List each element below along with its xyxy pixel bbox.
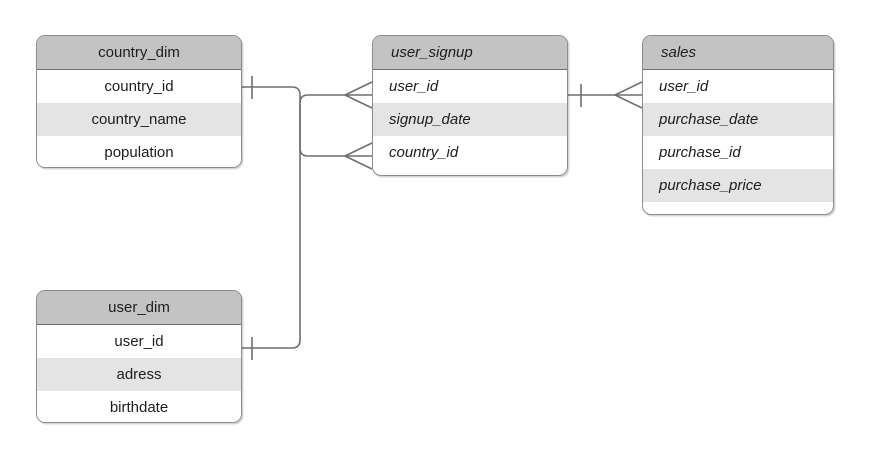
field-sales-purchase-date[interactable]: purchase_date — [643, 103, 833, 136]
connector-user-dim-to-user-signup — [242, 104, 301, 360]
crowsfoot-sales-user-id — [613, 81, 643, 109]
crowsfoot-user-signup-user-id — [343, 81, 373, 109]
connector-country-dim-to-user-signup — [242, 76, 345, 157]
field-user-dim-birthdate[interactable]: birthdate — [37, 391, 241, 422]
entity-sales[interactable]: sales user_id purchase_date purchase_id … — [642, 35, 834, 215]
field-sales-user-id[interactable]: user_id — [643, 70, 833, 103]
entity-title-country-dim: country_dim — [37, 36, 241, 70]
field-country-dim-population[interactable]: population — [37, 136, 241, 167]
field-user-signup-user-id[interactable]: user_id — [373, 70, 567, 103]
field-user-dim-adress[interactable]: adress — [37, 358, 241, 391]
entity-title-user-dim: user_dim — [37, 291, 241, 325]
entity-title-user-signup: user_signup — [373, 36, 567, 70]
field-sales-purchase-price[interactable]: purchase_price — [643, 169, 833, 202]
field-country-dim-country-id[interactable]: country_id — [37, 70, 241, 103]
field-user-signup-signup-date[interactable]: signup_date — [373, 103, 567, 136]
field-country-dim-country-name[interactable]: country_name — [37, 103, 241, 136]
field-sales-purchase-id[interactable]: purchase_id — [643, 136, 833, 169]
entity-user-signup[interactable]: user_signup user_id signup_date country_… — [372, 35, 568, 176]
entity-user-dim[interactable]: user_dim user_id adress birthdate — [36, 290, 242, 423]
field-user-dim-user-id[interactable]: user_id — [37, 325, 241, 358]
entity-country-dim[interactable]: country_dim country_id country_name popu… — [36, 35, 242, 168]
crowsfoot-user-signup-country-id — [343, 142, 373, 170]
entity-title-sales: sales — [643, 36, 833, 70]
field-user-signup-country-id[interactable]: country_id — [373, 136, 567, 169]
connector-user-signup-to-sales — [568, 84, 615, 107]
